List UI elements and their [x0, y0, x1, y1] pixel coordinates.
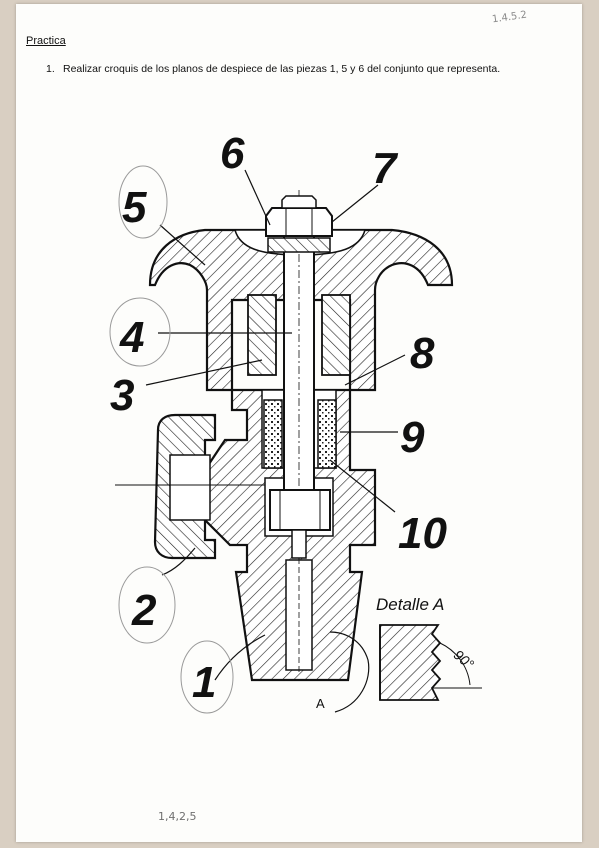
leader-lines: [145, 169, 406, 713]
task-text: Realizar croquis de los planos de despie…: [63, 63, 501, 75]
detail-a-title: Detalle A: [376, 595, 444, 614]
part-number-10: 10: [398, 509, 447, 558]
part-number-3: 3: [110, 371, 134, 420]
gland-part: [247, 294, 351, 469]
part-number-9: 9: [400, 413, 425, 462]
part-number-4: 4: [119, 313, 144, 362]
part-number-1: 1: [192, 658, 216, 707]
part-number-5: 5: [122, 183, 147, 232]
practice-heading: Practica: [26, 35, 66, 47]
part-number-6: 6: [220, 129, 245, 178]
side-cap-part: [115, 413, 265, 560]
nut-washer-part: [265, 195, 333, 253]
pencil-note-bottom: 1,4,2,5: [158, 810, 197, 823]
part-number-8: 8: [410, 329, 435, 378]
pencil-circles: [109, 165, 234, 714]
task-number: 1.: [46, 63, 55, 75]
section-marker-a: A: [316, 696, 325, 711]
task-item: 1. Realizar croquis de los planos de des…: [46, 62, 536, 76]
detail-angle-label: 90°: [451, 646, 478, 672]
detail-a-view: Detalle A 90°: [376, 595, 482, 701]
part-number-7: 7: [372, 144, 399, 193]
part-number-2: 2: [131, 586, 157, 635]
